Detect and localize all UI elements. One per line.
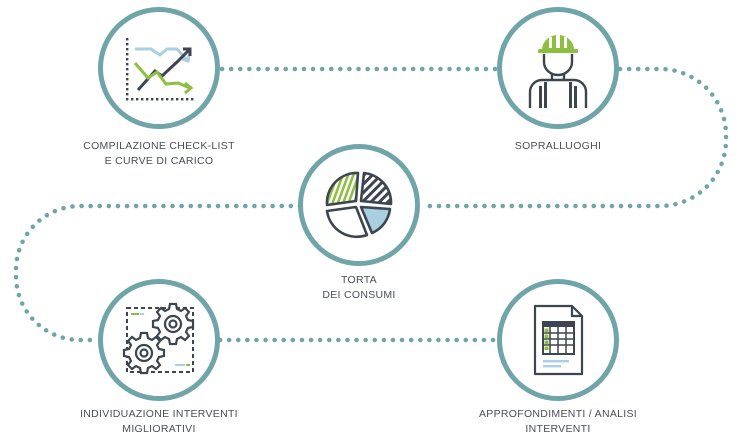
worker-icon [528,34,588,108]
step-interventi-label-line1: INDIVIDUAZIONE INTERVENTI [80,408,238,420]
step-analisi-circle [497,279,619,401]
step-sopralluoghi-label: SOPRALLUOGHI [458,139,658,154]
step-torta-circle [298,144,420,266]
step-interventi-label: INDIVIDUAZIONE INTERVENTI MIGLIORATIVI [49,407,269,437]
step-analisi-label-line2: INTERVENTI [525,423,591,435]
step-interventi-circle [98,279,220,401]
step-checklist-circle [98,7,220,129]
step-torta-label: TORTA DEI CONSUMI [259,273,459,303]
step-sopralluoghi-circle [497,7,619,129]
step-torta-label-line1: TORTA [341,274,377,286]
step-sopralluoghi-label-line1: SOPRALLUOGHI [514,140,602,152]
step-torta-label-line2: DEI CONSUMI [322,289,396,301]
step-checklist-label: COMPILAZIONE CHECK-LIST E CURVE DI CARIC… [59,139,259,169]
step-checklist-label-line2: E CURVE DI CARICO [104,155,214,167]
gears-icon [122,302,195,375]
spreadsheet-icon [533,304,584,376]
line-chart-icon [126,38,194,101]
step-analisi-label-line1: APPROFONDIMENTI / ANALISI [478,408,638,420]
step-analisi-label: APPROFONDIMENTI / ANALISI INTERVENTI [448,407,668,437]
pie-chart-icon [325,171,393,239]
step-checklist-label-line1: COMPILAZIONE CHECK-LIST [83,140,235,152]
step-interventi-label-line2: MIGLIORATIVI [122,423,196,435]
